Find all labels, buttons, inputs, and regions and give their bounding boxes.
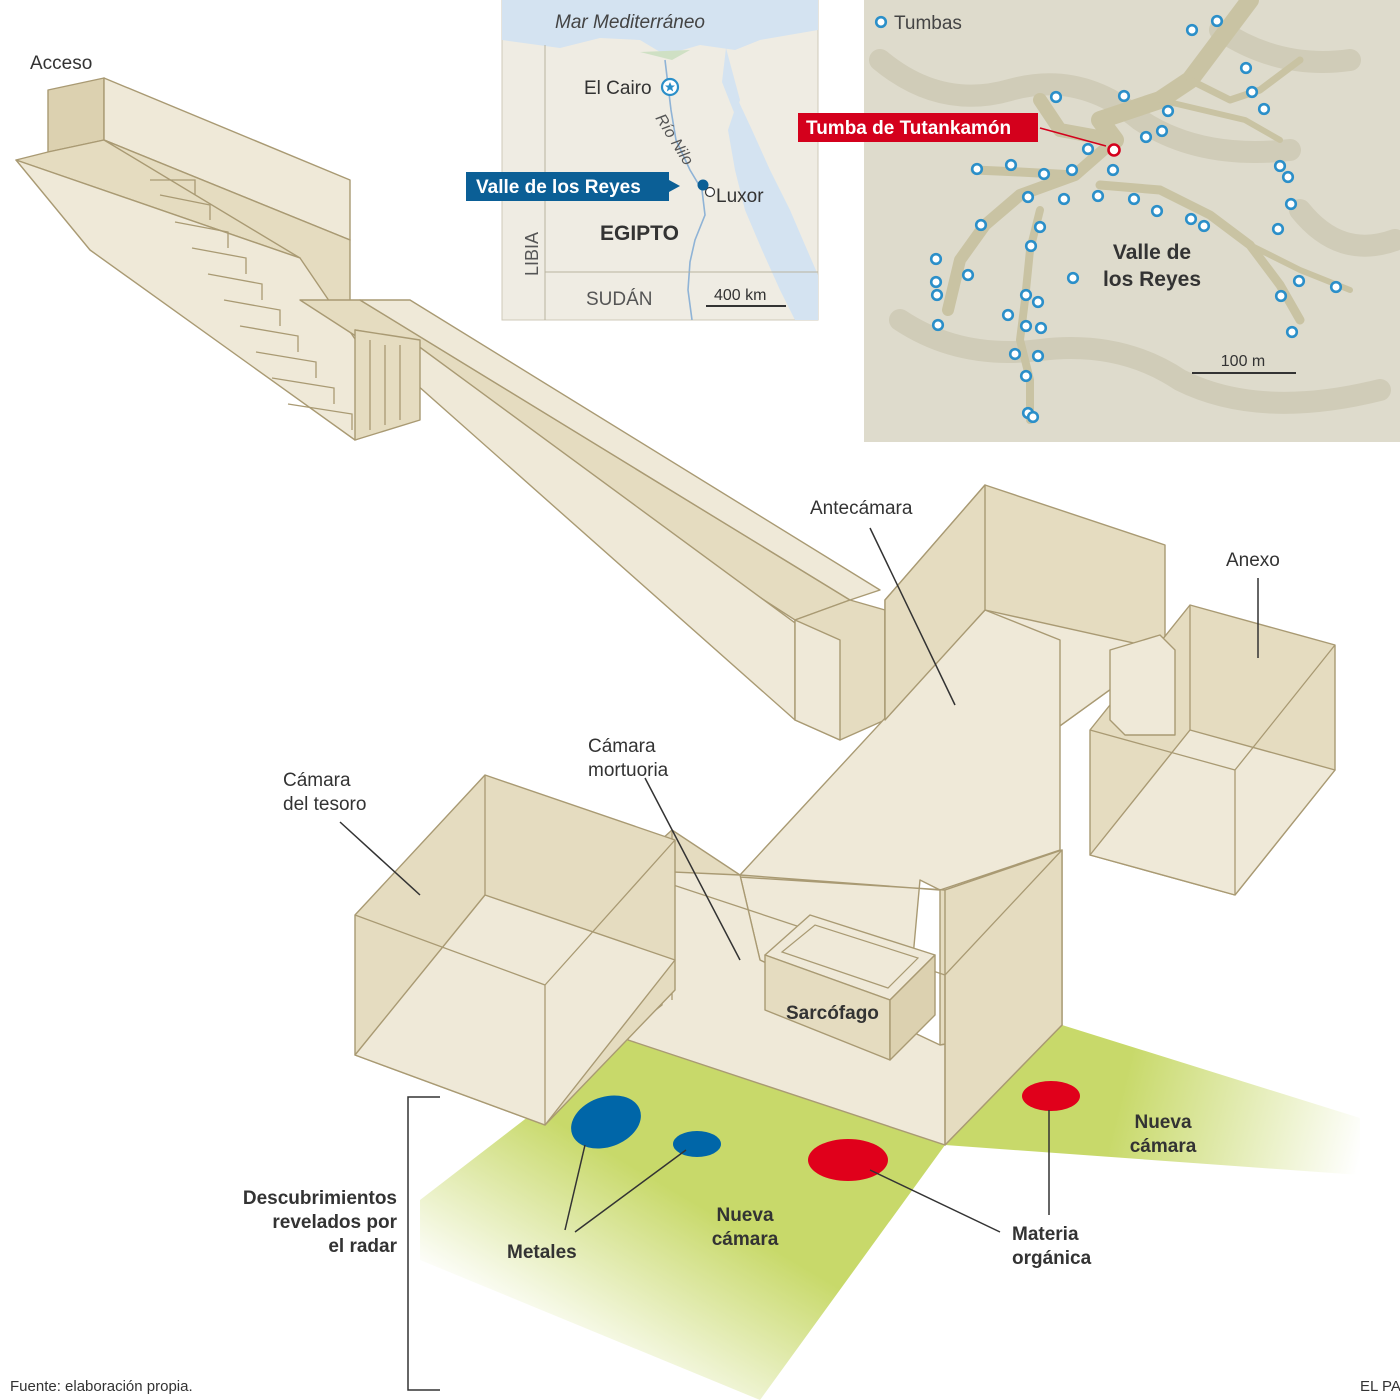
cairo-label: El Cairo bbox=[584, 78, 652, 99]
valley-map: Tumbas Tumba de Tutankamón Valle de los … bbox=[798, 0, 1400, 442]
red-sea bbox=[728, 100, 818, 320]
metals-label: Metales bbox=[507, 1242, 577, 1263]
mediterranean-sea bbox=[502, 0, 818, 55]
new-chamber-right-line2: cámara bbox=[1130, 1136, 1197, 1157]
organic-anomaly-large bbox=[808, 1139, 888, 1181]
new-chamber-left-line1: Nueva bbox=[716, 1205, 773, 1226]
radar-findings-line3: el radar bbox=[328, 1236, 397, 1257]
treasury bbox=[354, 774, 676, 1126]
libya-label: LIBIA bbox=[522, 232, 542, 276]
valley-title-line1: Valle de bbox=[1113, 241, 1191, 264]
luxor-label: Luxor bbox=[716, 186, 764, 207]
tutankhamun-marker-icon bbox=[1107, 143, 1121, 157]
source-note: Fuente: elaboración propia. bbox=[10, 1378, 193, 1395]
sudan-label: SUDÁN bbox=[586, 289, 653, 310]
organic-label-line2: orgánica bbox=[1012, 1248, 1092, 1269]
diagram-labels: Acceso Antecámara Anexo Cámara mortuoria… bbox=[30, 53, 1280, 1269]
valley-badge-label: Valle de los Reyes bbox=[476, 177, 641, 198]
tomb-marker-icon bbox=[874, 15, 888, 29]
organic-anomaly-small bbox=[1022, 1081, 1080, 1111]
access-label: Acceso bbox=[30, 53, 92, 74]
metal-anomaly-small bbox=[673, 1131, 721, 1157]
tutankhamun-badge-label: Tumba de Tutankamón bbox=[806, 118, 1011, 139]
valley-badge bbox=[466, 172, 669, 201]
annex bbox=[1089, 604, 1336, 896]
location-dot-icon bbox=[697, 179, 709, 191]
sarcophagus-label: Sarcófago bbox=[786, 1003, 879, 1024]
metal-anomaly-large bbox=[571, 1095, 641, 1149]
organic-label-line1: Materia bbox=[1012, 1224, 1079, 1245]
tomb-markers bbox=[929, 14, 1343, 424]
new-chamber-left-line2: cámara bbox=[712, 1229, 779, 1250]
annex-label: Anexo bbox=[1226, 550, 1280, 571]
tombs-legend-label: Tumbas bbox=[894, 13, 962, 34]
burial-chamber-label-line2: mortuoria bbox=[588, 760, 669, 781]
burial-chamber-label-line1: Cámara bbox=[588, 736, 656, 757]
new-chamber-right-line1: Nueva bbox=[1134, 1112, 1191, 1133]
credit-label: EL PAÍS bbox=[1360, 1378, 1400, 1395]
capital-star-icon bbox=[660, 77, 680, 97]
radar-findings-line1: Descubrimientos bbox=[243, 1188, 397, 1209]
new-chamber-left-area bbox=[420, 1040, 945, 1400]
treasury-label-line1: Cámara bbox=[283, 770, 351, 791]
leader-lines bbox=[339, 527, 1259, 1391]
egypt-label: EGIPTO bbox=[600, 222, 679, 245]
entrance-corridor bbox=[15, 77, 901, 741]
tutankhamun-badge bbox=[798, 113, 1038, 142]
radar-findings-bracket bbox=[407, 1096, 440, 1391]
egypt-map: Mar Mediterráneo El Cairo Río Nilo Luxor… bbox=[466, 0, 819, 321]
treasury-label-line2: del tesoro bbox=[283, 794, 366, 815]
radar-anomalies bbox=[571, 1081, 1080, 1181]
antechamber-label: Antecámara bbox=[810, 498, 913, 519]
valley-title-line2: los Reyes bbox=[1103, 268, 1201, 291]
egypt-scale-label: 400 km bbox=[714, 287, 766, 304]
sarcophagus bbox=[764, 914, 936, 1061]
sea-label: Mar Mediterráneo bbox=[555, 12, 705, 33]
valley-scale-label: 100 m bbox=[1221, 353, 1265, 370]
radar-findings-line2: revelados por bbox=[272, 1212, 397, 1233]
